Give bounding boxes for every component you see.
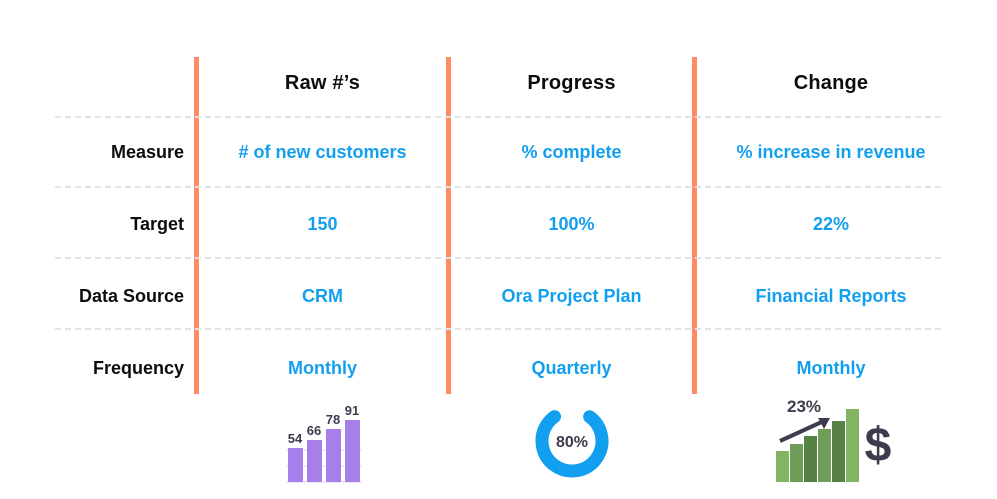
cell-measure-progress: % complete <box>521 142 622 162</box>
dollar-sign-icon: $ <box>865 419 892 472</box>
column-divider-1 <box>194 57 199 394</box>
row-divider-measure <box>55 186 941 188</box>
row-label-measure: Measure <box>110 142 184 162</box>
growth-bar-4 <box>818 429 831 482</box>
column-header-raw-numbers: Raw #’s <box>284 72 361 94</box>
bar-value-label-4: 91 <box>344 403 358 418</box>
row-divider-datasource <box>55 328 941 330</box>
growth-bars-icon: 23% $ <box>776 398 892 482</box>
icon-zone-raw-numbers: 54 66 78 91 <box>199 394 446 499</box>
cell-frequency-raw: Monthly <box>288 358 357 378</box>
row-label-frequency: Frequency <box>92 358 184 378</box>
growth-bar-5 <box>832 421 845 482</box>
donut-progress-icon: 80% <box>535 404 608 478</box>
growth-bar-6 <box>846 409 859 482</box>
trend-arrow-line <box>779 418 827 443</box>
cell-measure-change: % increase in revenue <box>736 142 926 162</box>
icon-zone-change: 23% $ <box>697 394 965 499</box>
bar-value-label-2: 66 <box>306 423 320 438</box>
cell-frequency-change: Monthly <box>796 358 866 378</box>
cell-frequency-progress: Quarterly <box>531 358 612 378</box>
growth-percent-label: 23% <box>787 398 821 416</box>
growth-bar-1 <box>776 451 789 482</box>
growth-bar-2 <box>790 444 803 482</box>
cell-datasource-raw: CRM <box>302 286 343 306</box>
bar-chart-icon: 54 66 78 91 <box>285 403 362 483</box>
column-header-progress: Progress <box>527 72 616 94</box>
bar-value-label-3: 78 <box>325 412 339 427</box>
donut-arc <box>535 404 608 478</box>
trend-arrow-head <box>818 418 830 429</box>
cell-target-progress: 100% <box>548 214 595 234</box>
column-divider-2 <box>446 57 451 394</box>
growth-bar-3 <box>804 436 817 482</box>
column-header-change: Change <box>793 72 869 94</box>
bar-value-label-1: 54 <box>287 431 302 446</box>
cell-datasource-change: Financial Reports <box>755 286 907 306</box>
donut-center-label: 80% <box>555 434 587 451</box>
row-divider-target <box>55 257 941 259</box>
cell-target-raw: 150 <box>307 214 338 234</box>
row-divider-header <box>55 116 941 118</box>
row-label-data-source: Data Source <box>78 286 184 306</box>
cell-datasource-progress: Ora Project Plan <box>501 286 642 306</box>
row-label-target: Target <box>130 214 184 234</box>
cell-measure-raw: # of new customers <box>238 142 407 162</box>
column-divider-3 <box>692 57 697 394</box>
cell-target-change: 22% <box>812 214 850 234</box>
icon-zone-progress: 80% <box>451 394 692 499</box>
